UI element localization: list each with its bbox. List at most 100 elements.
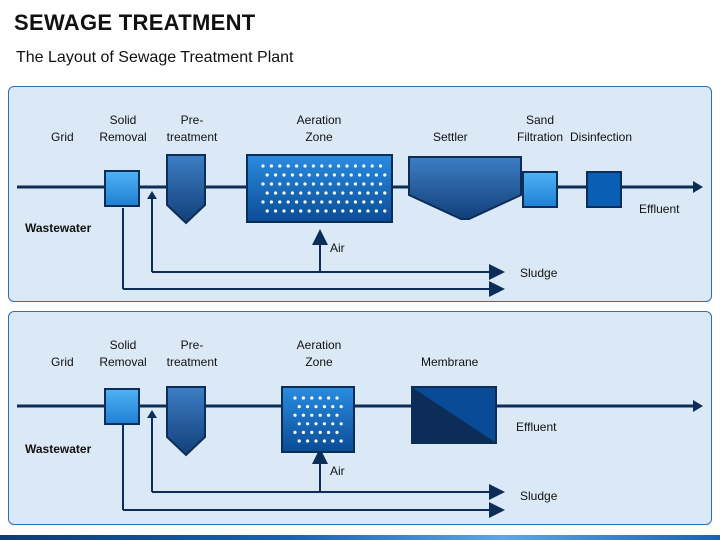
bubble: [366, 209, 370, 213]
bubble: [297, 405, 301, 409]
bubble: [370, 164, 374, 168]
bubble: [278, 182, 282, 186]
bubble: [303, 164, 307, 168]
label-air: Air: [330, 241, 345, 255]
bubble: [370, 200, 374, 204]
bubble: [358, 173, 362, 177]
page-subtitle: The Layout of Sewage Treatment Plant: [16, 49, 294, 66]
bubble: [301, 396, 305, 400]
bubble: [358, 209, 362, 213]
bubble: [299, 191, 303, 195]
bubble: [331, 422, 335, 426]
bubble: [318, 396, 322, 400]
bubble: [278, 164, 282, 168]
membrane-unit: [411, 386, 497, 444]
bubble: [299, 173, 303, 177]
bubble: [332, 191, 336, 195]
label-pretreatment: Pre- treatment: [166, 113, 218, 144]
bubble: [328, 164, 332, 168]
solid-removal-box: [104, 388, 140, 425]
bubble: [261, 200, 265, 204]
bubble: [286, 200, 290, 204]
bubble: [278, 200, 282, 204]
bubble: [349, 173, 353, 177]
aeration-zone-tank: [246, 154, 393, 223]
bubble: [335, 430, 339, 434]
bubble: [327, 413, 331, 417]
bubble: [358, 191, 362, 195]
bubble: [374, 209, 378, 213]
bubble: [306, 422, 310, 426]
settler-tank: [408, 156, 522, 220]
bubble: [314, 439, 318, 443]
bubble: [297, 422, 301, 426]
bubble: [383, 191, 387, 195]
bubble: [316, 209, 320, 213]
bubble: [293, 413, 297, 417]
label-aeration-zone: Aeration Zone: [296, 113, 342, 144]
bubble: [331, 405, 335, 409]
label-wastewater: Wastewater: [25, 221, 92, 235]
bubble: [307, 209, 311, 213]
bubble: [306, 405, 310, 409]
aeration-zone-tank: [281, 386, 355, 453]
bubble: [362, 164, 366, 168]
bubble: [269, 182, 273, 186]
bubble: [349, 191, 353, 195]
recycle-arrowhead: [147, 191, 157, 199]
pretreatment-tank: [166, 154, 206, 225]
bubble: [274, 173, 278, 177]
bubble: [339, 405, 343, 409]
label-aeration-zone: Aeration Zone: [296, 338, 342, 369]
page-title: SEWAGE TREATMENT: [14, 10, 256, 35]
main-flow-arrowhead: [693, 400, 703, 412]
bubble: [328, 200, 332, 204]
bubble: [362, 182, 366, 186]
bubble: [379, 164, 383, 168]
bubble: [379, 200, 383, 204]
bubble: [324, 209, 328, 213]
main-flow-arrowhead: [693, 181, 703, 193]
label-solid-removal: Solid Removal: [99, 338, 147, 369]
bubble: [261, 164, 265, 168]
label-effluent: Effluent: [639, 202, 680, 216]
bubble: [332, 209, 336, 213]
bubble: [322, 439, 326, 443]
label-disinfection: Disinfection: [570, 130, 633, 144]
bubble: [307, 173, 311, 177]
bubble: [290, 173, 294, 177]
bubble: [345, 164, 349, 168]
bubble: [379, 182, 383, 186]
bubble: [307, 191, 311, 195]
bubble: [274, 191, 278, 195]
bubble: [269, 164, 273, 168]
bubble: [353, 200, 357, 204]
bubble: [328, 182, 332, 186]
bubble: [293, 430, 297, 434]
process-diagram-1: [17, 154, 703, 297]
bubble: [341, 191, 345, 195]
bubble: [265, 209, 269, 213]
bubble: [353, 182, 357, 186]
bubble: [353, 164, 357, 168]
bubble: [322, 422, 326, 426]
bubble: [295, 200, 299, 204]
bubble: [320, 200, 324, 204]
bubble: [282, 173, 286, 177]
bubble: [345, 200, 349, 204]
bubble: [314, 422, 318, 426]
bubble: [327, 430, 331, 434]
bubble: [349, 209, 353, 213]
bubble: [324, 191, 328, 195]
bubble: [282, 209, 286, 213]
bubble: [299, 209, 303, 213]
bubble: [335, 413, 339, 417]
bubble: [318, 430, 322, 434]
bubble: [310, 430, 314, 434]
bubble: [293, 396, 297, 400]
solid-removal-box: [104, 170, 140, 207]
panel-layout-1: Grid Solid Removal Pre- treatment Aerati…: [8, 86, 712, 302]
bubble: [337, 182, 341, 186]
bubble: [345, 182, 349, 186]
label-sludge: Sludge: [520, 489, 558, 503]
